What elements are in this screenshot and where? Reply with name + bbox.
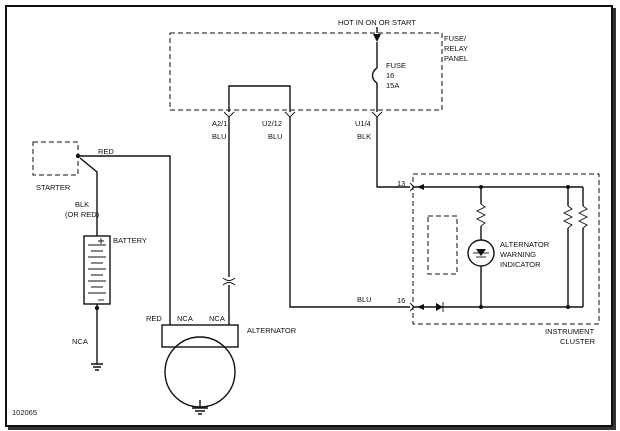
diagram-frame <box>5 5 613 427</box>
blk-or-red-label-1: BLK <box>75 200 89 209</box>
resistor-2-icon <box>562 205 574 229</box>
wire-red-top-label: RED <box>98 147 114 156</box>
starter-box <box>32 141 79 176</box>
cluster-module-box <box>427 215 458 275</box>
connector-u2-12-icon <box>284 111 296 118</box>
alternator-label: ALTERNATOR <box>247 326 297 335</box>
fuse-number: 16 <box>386 71 394 80</box>
pin-16-label: 16 <box>397 296 405 305</box>
fuse-relay-panel-label-2: RELAY <box>444 44 468 53</box>
instrument-cluster-box <box>412 173 600 325</box>
nca-right-label: NCA <box>209 314 225 323</box>
resistor-1-icon <box>475 203 487 227</box>
fuse-label: FUSE <box>386 61 406 70</box>
hot-feed-arrow-icon <box>373 34 381 42</box>
diode-icon <box>436 303 443 311</box>
battery-icon <box>83 235 111 305</box>
conn-u2-12-label: U2/12 <box>262 119 282 128</box>
fuse-rating: 15A <box>386 81 399 90</box>
connector-u1-4-icon <box>371 111 383 118</box>
battery-ground-icon <box>91 363 103 371</box>
wire-blu-bottom-label: BLU <box>357 295 372 304</box>
fuse-relay-panel-label-1: FUSE/ <box>444 34 467 43</box>
red-bottom-label: RED <box>146 314 162 323</box>
pin-13-label: 13 <box>397 179 405 188</box>
starter-label: STARTER <box>36 183 71 192</box>
capacitor-plate-bottom-icon <box>222 282 236 286</box>
fuse-relay-panel-box <box>169 32 443 111</box>
pin-13-arrow-icon <box>417 184 424 190</box>
nca-left-label: NCA <box>72 337 88 346</box>
hot-in-on-or-start-label: HOT IN ON OR START <box>338 18 416 27</box>
wire-blk-starter-to-battery <box>79 157 98 236</box>
nca-mid-label: NCA <box>177 314 193 323</box>
battery-plus-icon <box>98 238 104 244</box>
panel-internal-link <box>228 85 291 112</box>
conn-u1-4-label: U1/4 <box>355 119 371 128</box>
alternator-ground-icon <box>192 407 208 415</box>
instrument-cluster-label-2: CLUSTER <box>560 337 596 346</box>
fuse-relay-panel-label-3: PANEL <box>444 54 468 63</box>
battery-label: BATTERY <box>113 236 147 245</box>
figure-id-label: 102065 <box>12 408 37 417</box>
pin-16-arrow-icon <box>417 304 424 310</box>
lamp-led-icon <box>476 249 486 256</box>
capacitor-plate-top-icon <box>222 277 236 281</box>
wire-blu-2-label: BLU <box>268 132 283 141</box>
wire-red-starter-to-alternator <box>78 155 171 325</box>
alternator-terminal-block <box>161 324 239 348</box>
alt-warning-label-3: INDICATOR <box>500 260 541 269</box>
blk-or-red-label-2: (OR RED) <box>65 210 100 219</box>
alt-warning-label-2: WARNING <box>500 250 536 259</box>
fuse-icon <box>371 67 378 84</box>
wire-blk-1-label: BLK <box>357 132 371 141</box>
connector-a2-1-icon <box>223 111 235 118</box>
wire-u1-4-to-pin-13 <box>376 117 410 188</box>
instrument-cluster-label-1: INSTRUMENT <box>545 327 595 336</box>
conn-a2-1-label: A2/1 <box>212 119 227 128</box>
alt-warning-label-1: ALTERNATOR <box>500 240 550 249</box>
battery-cells-icon <box>88 244 106 294</box>
resistor-3-icon <box>577 205 589 229</box>
wire-u2-12-to-pin-16 <box>289 117 410 308</box>
wire-blu-1-label: BLU <box>212 132 227 141</box>
